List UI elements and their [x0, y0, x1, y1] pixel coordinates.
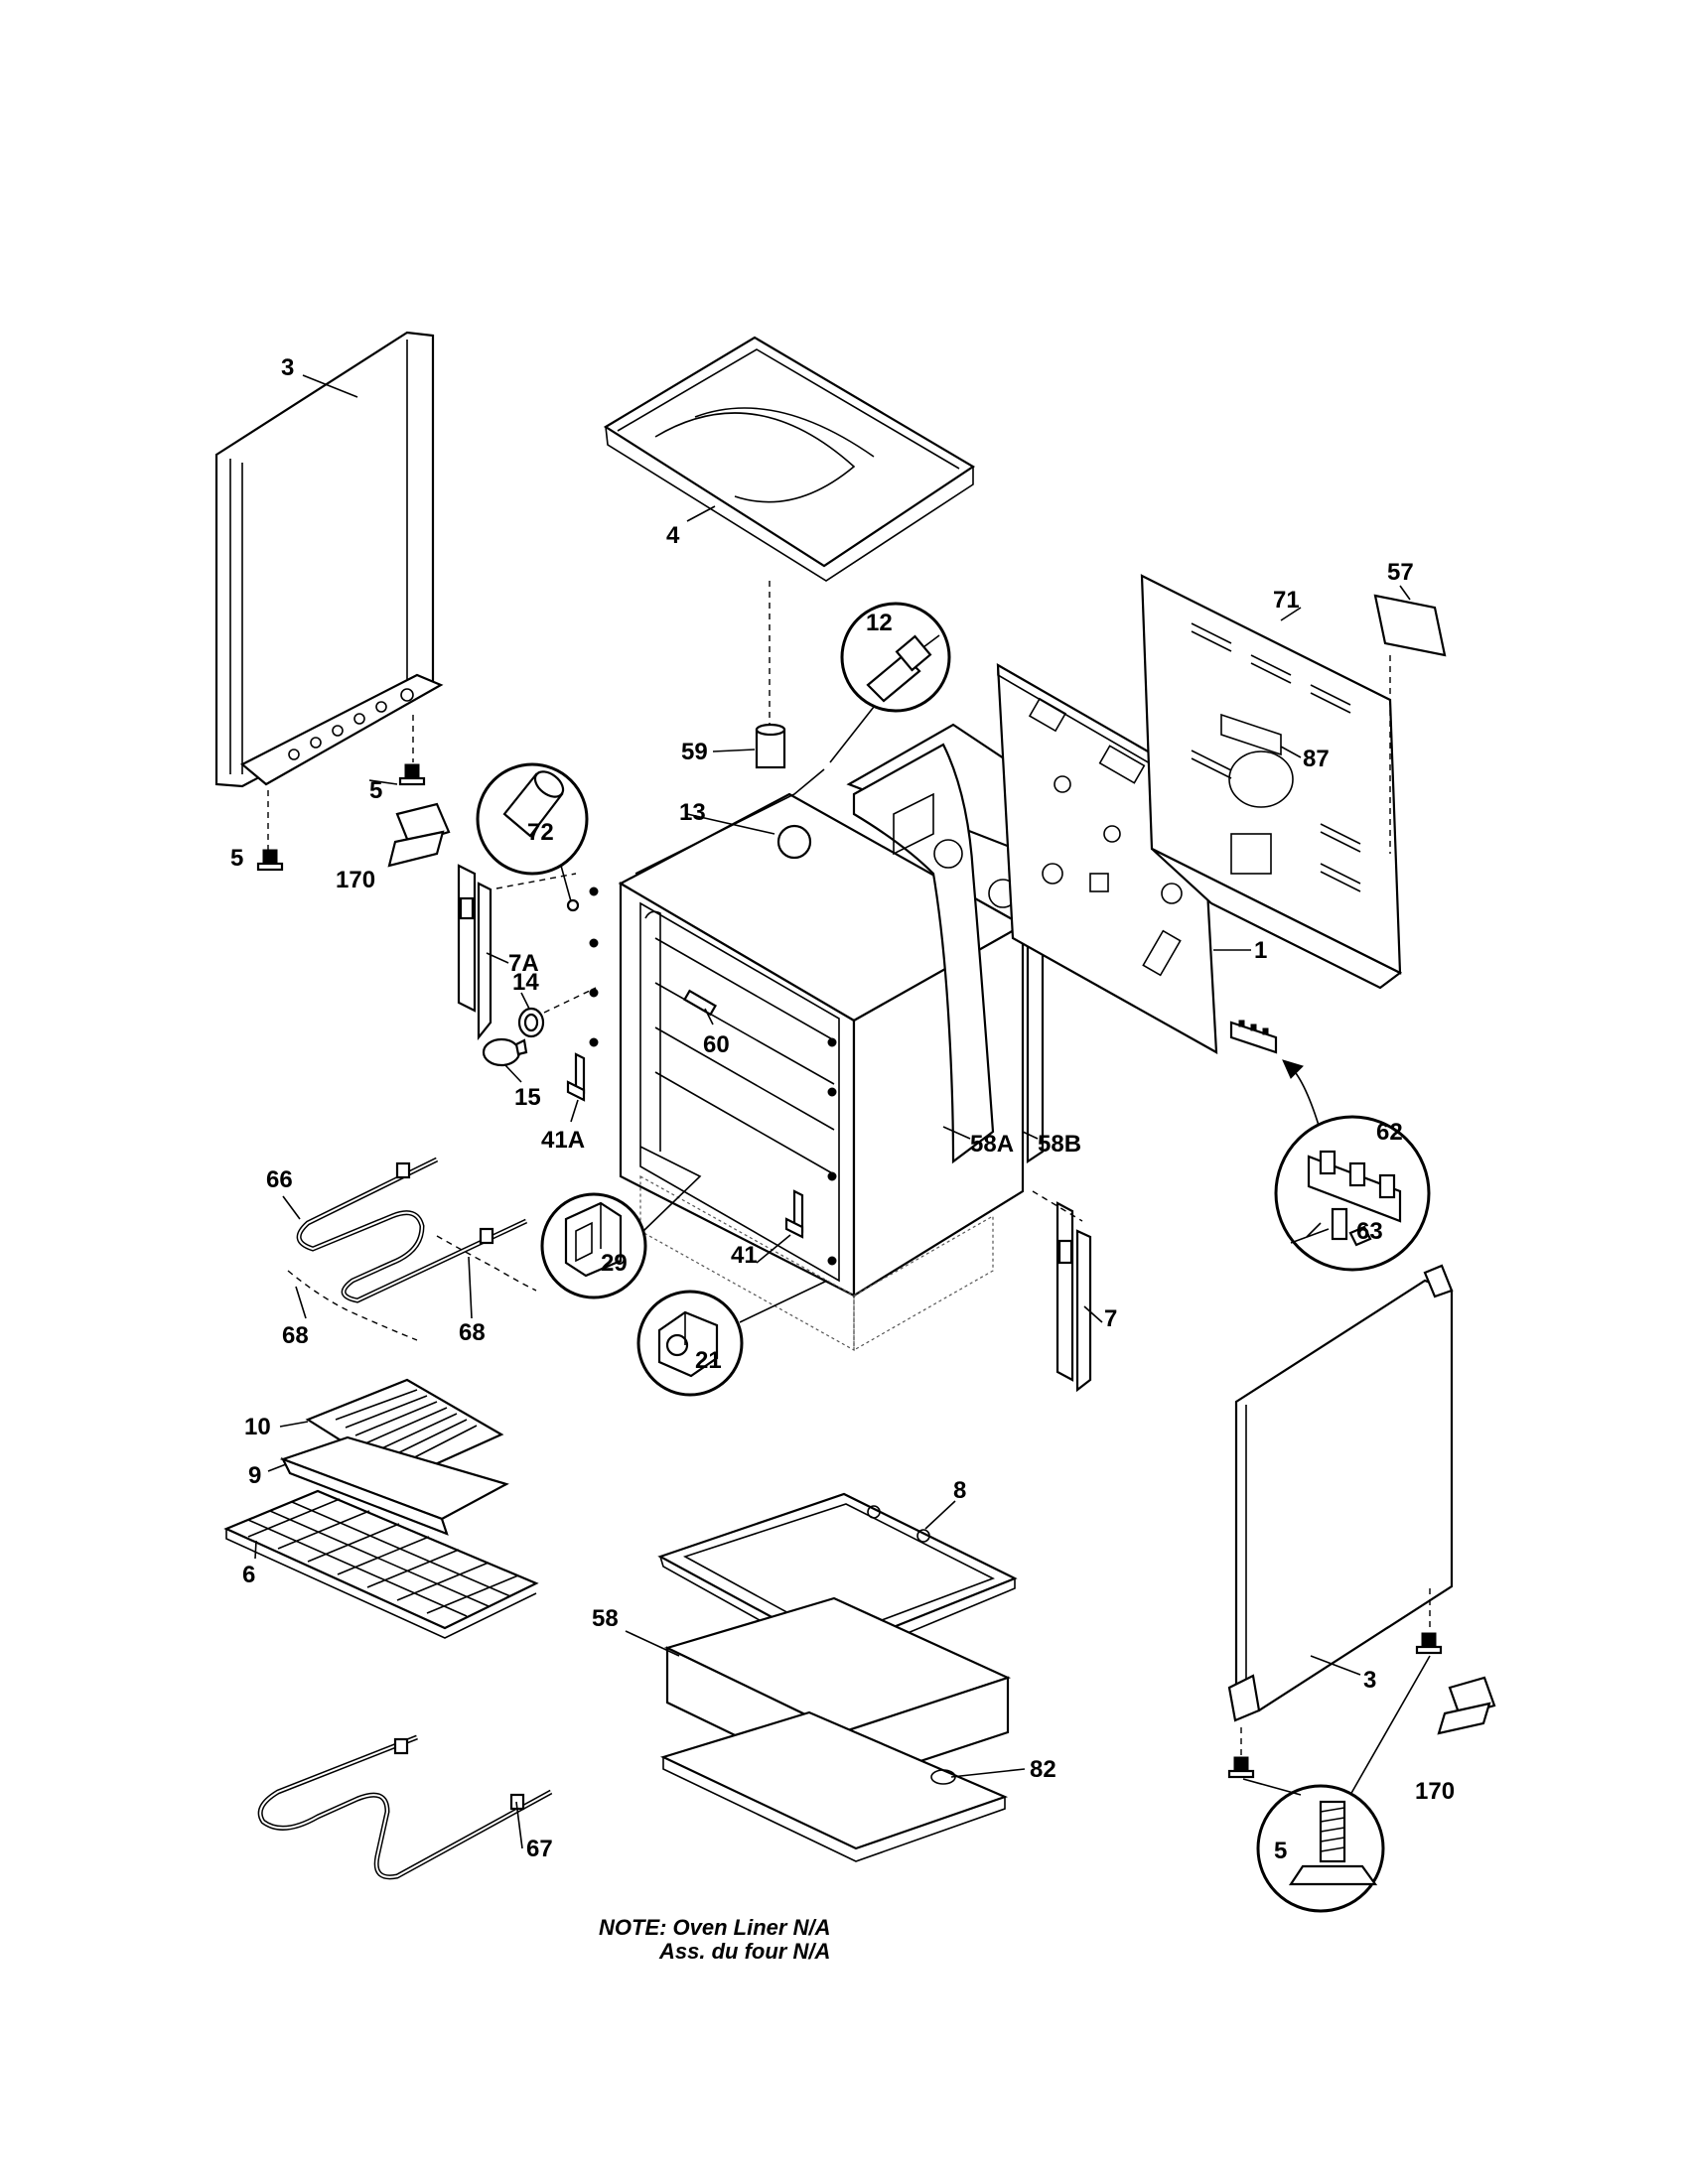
- label-broil-pan-9: 9: [248, 1462, 261, 1489]
- plug-12-callout: [840, 602, 951, 713]
- element-shield-68-right: [436, 1235, 537, 1292]
- label-insulation-58a: 58A: [970, 1131, 1014, 1158]
- rear-panel: [1140, 574, 1403, 990]
- label-clip-41a: 41A: [541, 1127, 585, 1154]
- bracket-170-right: [1437, 1676, 1496, 1735]
- leader-lines: [254, 374, 1411, 1849]
- broil-element-66: [296, 1157, 528, 1303]
- light-receptacle: [517, 1007, 545, 1038]
- element-shield-68-left: [287, 1270, 418, 1341]
- label-plate-87: 87: [1303, 746, 1330, 772]
- broil-pan-9: [279, 1435, 509, 1536]
- label-side-left: 3: [281, 354, 294, 381]
- part-labels: 3 4 5 5 170 72 12 59 13 7A 14 15 41A 60 …: [230, 354, 1455, 1864]
- label-clip-29: 29: [601, 1250, 628, 1277]
- hinge-7: [1055, 1201, 1092, 1393]
- label-back-panel-1: 1: [1254, 937, 1267, 964]
- oven-rack-6: [223, 1489, 539, 1639]
- screw-right-upper: [1415, 1632, 1443, 1655]
- clip-29-callout: [540, 1192, 647, 1299]
- bracket-170-left: [387, 802, 451, 868]
- label-bulb-15: 15: [514, 1084, 541, 1111]
- note-line-2: Ass. du four N/A: [658, 1939, 830, 1964]
- label-rack-support-60: 60: [703, 1031, 730, 1058]
- label-clip-41: 41: [731, 1242, 758, 1269]
- terminal-62-callout: [1274, 1115, 1431, 1272]
- label-bracket-170-right: 170: [1415, 1778, 1455, 1805]
- screw-left-lower: [256, 849, 284, 872]
- label-top-panel: 4: [666, 522, 680, 549]
- cavity-screws: [589, 887, 837, 1266]
- label-element-68b: 68: [459, 1319, 486, 1346]
- wire-13: [634, 768, 825, 875]
- hinge-7a: [457, 864, 492, 1041]
- bottom-panel-82: [659, 1710, 1009, 1862]
- label-bushing-59: 59: [681, 739, 708, 765]
- screw-left-upper: [398, 763, 426, 786]
- label-bottom-8: 8: [953, 1477, 966, 1504]
- screw-right-lower: [1227, 1756, 1255, 1779]
- label-socket-72: 72: [527, 819, 554, 846]
- label-57: [1373, 594, 1447, 657]
- label-broil-grid-10: 10: [244, 1414, 271, 1440]
- label-element-66: 66: [266, 1166, 293, 1193]
- rack-support-60: [683, 989, 717, 1017]
- right-side-panel: [1227, 1264, 1454, 1722]
- label-element-67: 67: [526, 1836, 553, 1862]
- label-bracket-170-left: 170: [336, 867, 375, 893]
- clip-41a: [566, 1052, 586, 1102]
- light-bulb: [482, 1037, 528, 1067]
- label-bottom-82: 82: [1030, 1756, 1056, 1783]
- label-wire-13: 13: [679, 799, 706, 826]
- label-screw-5a: 5: [369, 777, 382, 804]
- clip-41: [784, 1189, 804, 1239]
- bake-element-67: [257, 1734, 553, 1880]
- label-receptacle-14: 14: [512, 969, 539, 996]
- label-screw-63: 63: [1356, 1218, 1383, 1245]
- bracket-21-callout: [636, 1290, 744, 1397]
- label-terminal-62: 62: [1376, 1119, 1403, 1146]
- label-rear-panel-71: 71: [1273, 587, 1300, 614]
- note-line-1: NOTE: Oven Liner N/A: [599, 1915, 830, 1940]
- label-plug-12: 12: [866, 610, 893, 636]
- label-side-right: 3: [1363, 1667, 1376, 1694]
- terminal-block: [1229, 1020, 1278, 1054]
- leveler-5-callout: [1256, 1784, 1385, 1913]
- label-insulation-58: 58: [592, 1605, 619, 1632]
- label-hinge-7: 7: [1104, 1305, 1117, 1332]
- left-side-panel: [214, 331, 444, 788]
- label-bracket-21: 21: [695, 1347, 722, 1374]
- note-block: NOTE: Oven Liner N/A Ass. du four N/A: [599, 1915, 830, 1964]
- top-panel: [603, 336, 976, 582]
- socket-72-callout: [476, 762, 589, 876]
- label-leveler-5: 5: [1274, 1838, 1287, 1864]
- label-insulation-58b: 58B: [1038, 1131, 1081, 1158]
- label-hinge-7a: 7A: [508, 950, 539, 977]
- label-screw-5b: 5: [230, 845, 243, 872]
- label-element-68a: 68: [282, 1322, 309, 1349]
- label-57: 57: [1387, 559, 1414, 586]
- label-rack-6: 6: [242, 1562, 255, 1588]
- bushing-59: [755, 723, 786, 769]
- cabinet-ghost: [639, 1174, 994, 1352]
